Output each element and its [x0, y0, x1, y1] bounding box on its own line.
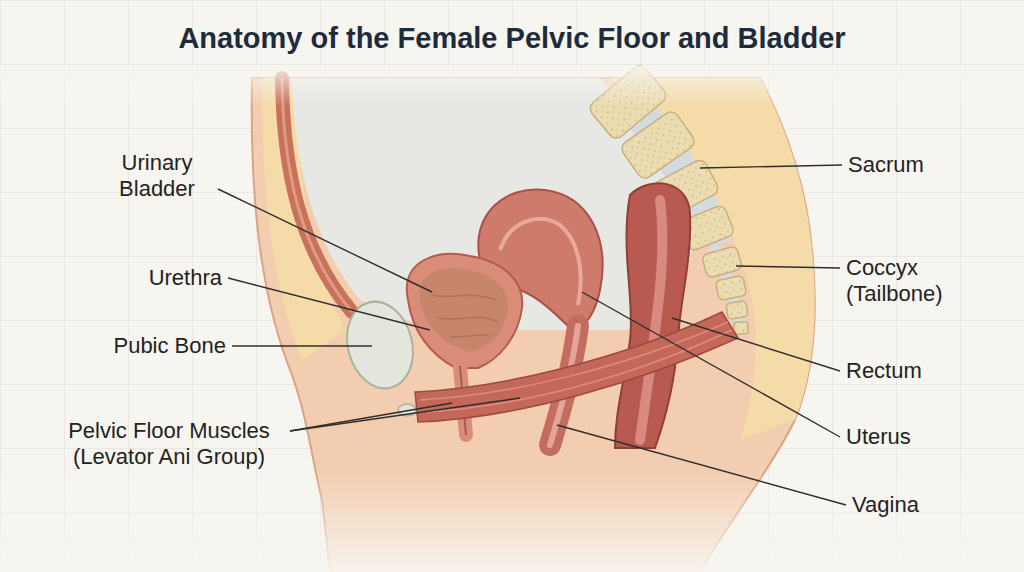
leader-line — [582, 292, 840, 437]
bladder — [407, 254, 522, 368]
part-label: Urinary Bladder — [102, 150, 212, 202]
coccyx-segment — [734, 321, 749, 334]
part-label: Pelvic Floor Muscles (Levator Ani Group) — [54, 418, 284, 470]
leader-line — [228, 278, 430, 330]
bladder-folds — [432, 295, 498, 337]
abdominal-muscle — [282, 78, 352, 312]
part-label: Uterus — [846, 424, 911, 450]
muscle-striation — [420, 322, 732, 412]
part-label: Pubic Bone — [113, 333, 226, 359]
part-label: Coccyx (Tailbone) — [846, 255, 976, 307]
leader-line — [232, 345, 372, 346]
part-label: Rectum — [846, 358, 922, 384]
diagram-title: Anatomy of the Female Pelvic Floor and B… — [0, 20, 1024, 56]
coccyx-segment — [715, 275, 747, 300]
leader-line — [290, 398, 520, 431]
coccyx-segment — [701, 246, 742, 279]
part-label: Vagina — [852, 492, 919, 518]
leader-line — [557, 425, 846, 505]
part-label: Sacrum — [848, 152, 924, 178]
bladder-lumen — [420, 268, 509, 352]
rectum — [615, 183, 690, 448]
coccyx-segment — [726, 301, 748, 320]
leader-line — [218, 189, 432, 292]
leader-line — [736, 266, 840, 268]
leader-line — [290, 403, 452, 431]
leader-line — [700, 165, 842, 168]
part-label: Urethra — [149, 265, 222, 291]
rectum-lumen — [640, 200, 662, 440]
top-fade — [0, 66, 1024, 106]
abdominal-muscle — [282, 78, 352, 312]
bottom-fade — [0, 470, 1024, 572]
leader-line — [672, 318, 840, 371]
